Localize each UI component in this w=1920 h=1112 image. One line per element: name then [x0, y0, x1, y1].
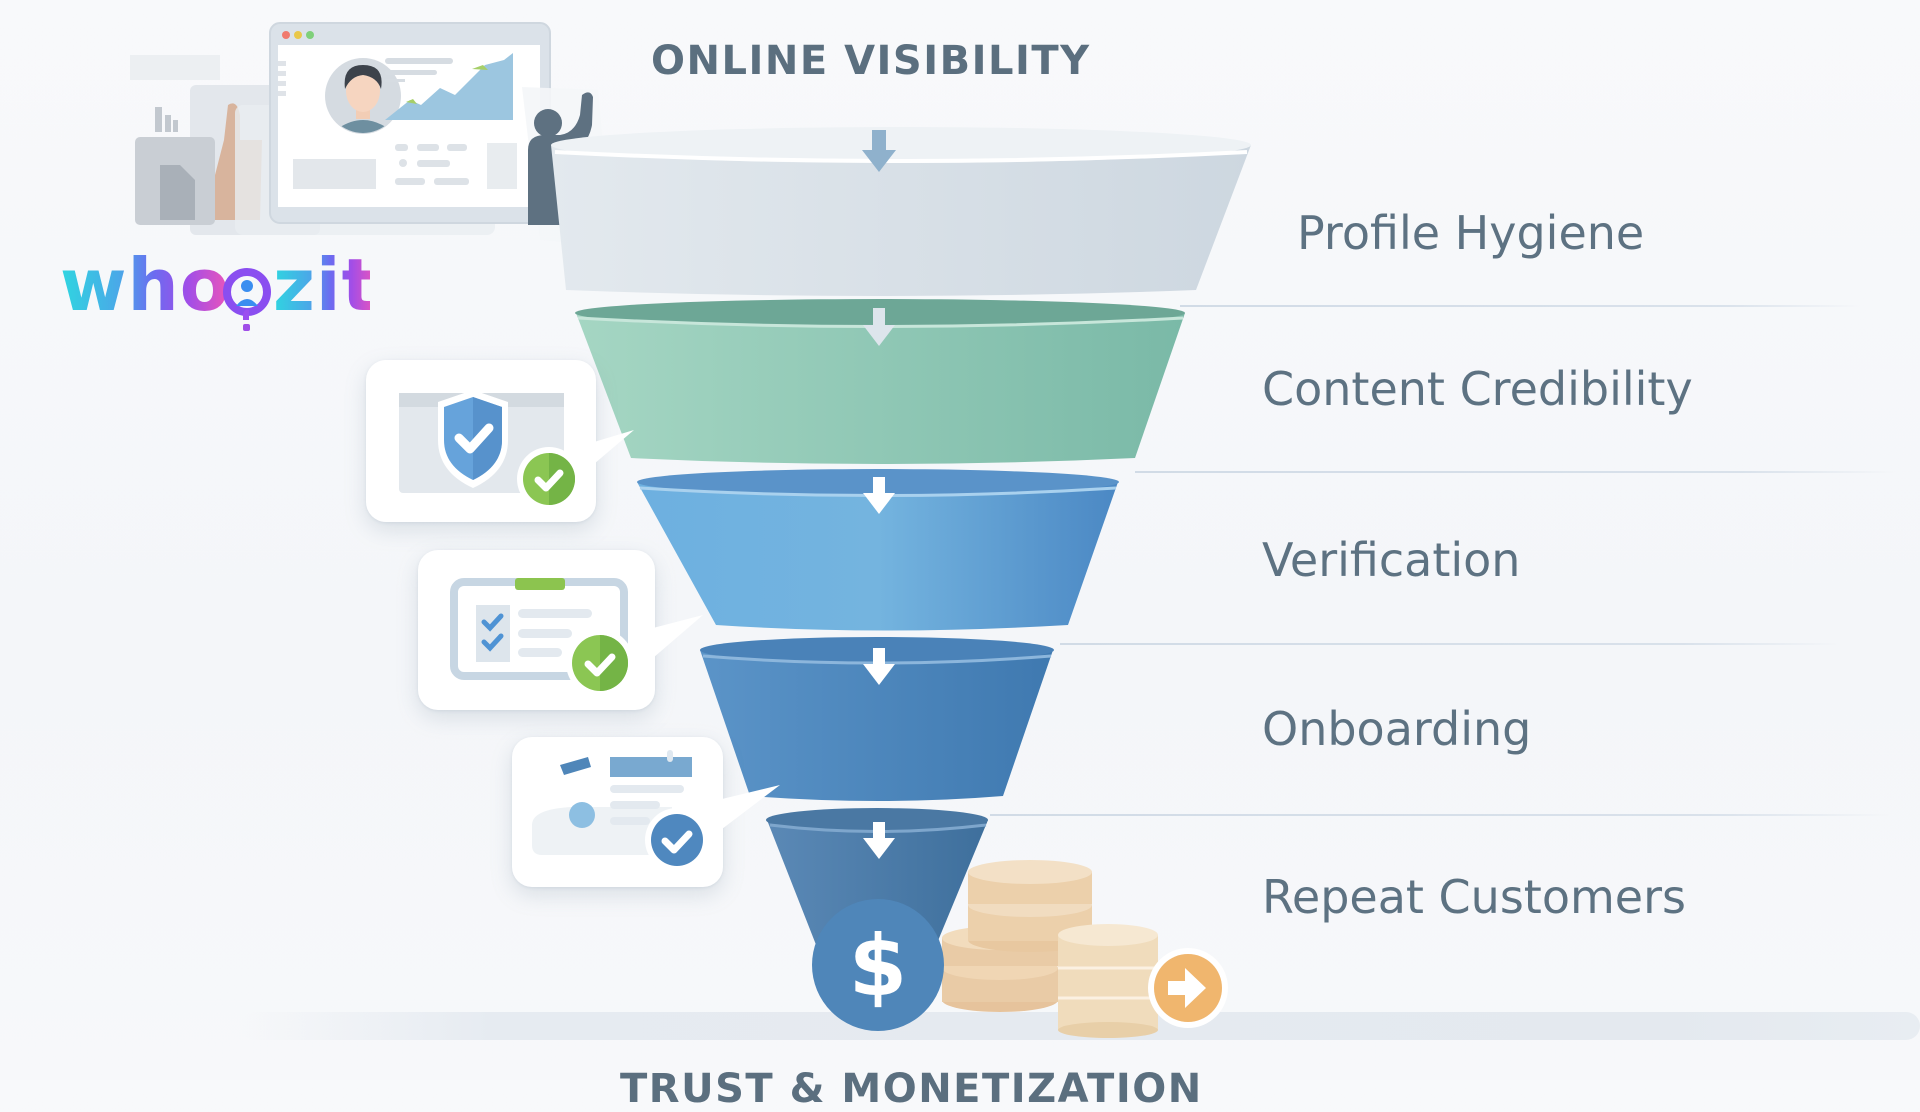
funnel-stage-verification: [637, 469, 1119, 631]
funnel-diagram: $: [551, 127, 1251, 1038]
document-icon: [160, 165, 195, 220]
arrow-right-circle-icon: [1148, 948, 1228, 1028]
funnel-stage-profile-hygiene: [551, 127, 1251, 296]
logo-text-left: who: [60, 244, 230, 327]
arrow-down-icon: [863, 308, 895, 346]
green-check-badge-icon: [566, 629, 634, 697]
funnel-stage-repeat-customers: [766, 808, 988, 960]
arrow-down-icon: [862, 130, 896, 172]
dollar-symbol: $: [849, 917, 907, 1015]
divider: [1135, 471, 1895, 473]
logo-text-right: zit: [273, 244, 370, 327]
window-dot-yellow: [294, 31, 302, 39]
page-title: ONLINE VISIBILITY: [651, 38, 1091, 84]
stage-label-profile-hygiene: Profile Hygiene: [1297, 206, 1645, 260]
stage-label-verification: Verification: [1262, 533, 1521, 587]
dollar-coin-icon: [812, 899, 944, 1031]
divider: [1060, 643, 1840, 645]
funnel-stage-onboarding: [700, 637, 1054, 801]
onboarding-card: [512, 737, 780, 887]
shield-check-icon: [438, 390, 508, 488]
stage-label-onboarding: Onboarding: [1262, 702, 1532, 756]
shield-verification-card: [366, 360, 634, 522]
checkmark-icon: [481, 613, 504, 652]
checklist-card: [418, 550, 703, 710]
divider: [1180, 305, 1860, 307]
ticket-icon: [560, 757, 591, 775]
arrow-down-icon: [863, 822, 895, 859]
blue-check-badge-icon: [645, 808, 709, 872]
arrow-down-icon: [863, 648, 895, 685]
footer-title: TRUST & MONETIZATION: [620, 1066, 1203, 1112]
stage-label-repeat-customers: Repeat Customers: [1262, 870, 1686, 924]
green-check-badge-icon: [517, 447, 581, 511]
whoozit-logo: who zit: [60, 243, 376, 356]
divider: [990, 814, 1890, 816]
avatar-icon: [325, 58, 401, 134]
stage-label-content-credibility: Content Credibility: [1262, 362, 1693, 416]
window-dot-green: [306, 31, 314, 39]
arrow-down-icon: [863, 477, 895, 514]
magnifier-person-question-icon: [223, 268, 271, 331]
bar-chart-icon: [155, 107, 178, 132]
window-dot-red: [282, 31, 290, 39]
funnel-stage-content-credibility: [575, 299, 1185, 464]
coin-stacks-icon: [942, 860, 1158, 1038]
area-chart-icon: [385, 53, 513, 120]
logo-wordmark: who zit: [60, 243, 376, 331]
funnel-infographic: ONLINE VISIBILITY: [60, 22, 1920, 1112]
